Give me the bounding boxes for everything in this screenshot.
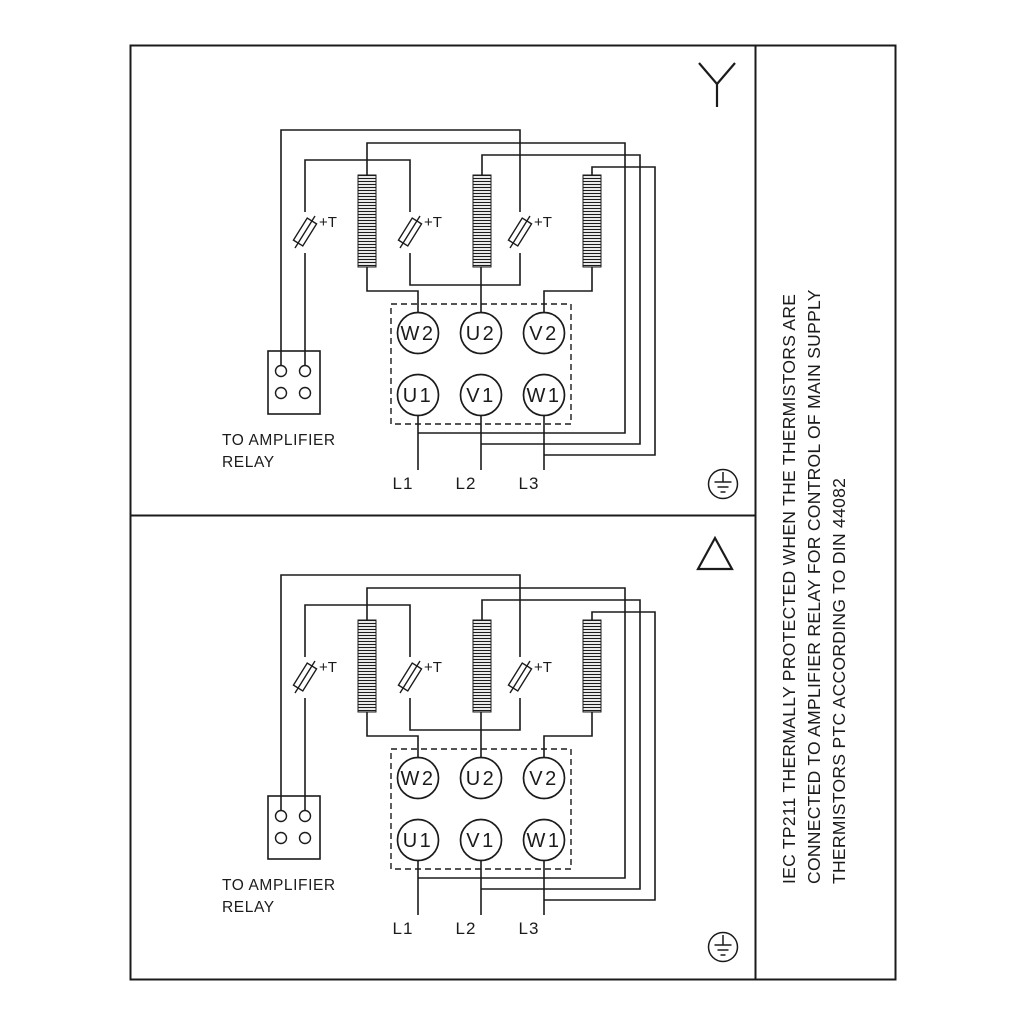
supply-label-l3: L3 xyxy=(519,474,540,493)
motor-wiring-geometry xyxy=(267,129,656,471)
earth-ground-icon xyxy=(707,931,739,963)
thermistor-label: +T xyxy=(424,214,442,231)
star-panel: +T +T +T W2 U2 V2 U1 V1 W1 TO AMPLIFIER … xyxy=(222,62,739,500)
terminal-label-v1: V1 xyxy=(466,385,495,407)
relay-caption-line1: TO AMPLIFIER xyxy=(222,432,336,449)
supply-label-l1: L1 xyxy=(393,474,414,493)
terminal-label-w2: W2 xyxy=(401,768,436,790)
outer-border xyxy=(129,44,897,981)
terminal-label-u2: U2 xyxy=(466,768,497,790)
note-line-2: CONNECTED TO AMPLIFIER RELAY FOR CONTROL… xyxy=(804,289,824,884)
thermistor-label: +T xyxy=(534,214,552,231)
supply-label-l1: L1 xyxy=(393,919,414,938)
note-line-3: THERMISTORS PTC ACCORDING TO DIN 44082 xyxy=(829,478,849,884)
star-connection-icon xyxy=(698,62,736,107)
motor-wiring-geometry xyxy=(267,574,656,916)
terminal-label-v2: V2 xyxy=(529,323,558,345)
supply-label-l3: L3 xyxy=(519,919,540,938)
earth-ground-icon xyxy=(707,468,739,500)
thermistor-label: +T xyxy=(534,659,552,676)
terminal-label-v2: V2 xyxy=(529,768,558,790)
relay-caption-line1: TO AMPLIFIER xyxy=(222,877,336,894)
terminal-label-u1: U1 xyxy=(403,385,434,407)
relay-caption-line2: RELAY xyxy=(222,454,275,471)
note-sidebar: IEC TP211 THERMALLY PROTECTED WHEN THE T… xyxy=(779,289,849,884)
supply-label-l2: L2 xyxy=(456,474,477,493)
terminal-label-w2: W2 xyxy=(401,323,436,345)
thermistor-label: +T xyxy=(424,659,442,676)
drawing-frame xyxy=(129,44,897,981)
thermistor-label: +T xyxy=(319,659,337,676)
terminal-label-u1: U1 xyxy=(403,830,434,852)
delta-panel: +T +T +T W2 U2 V2 U1 V1 W1 TO AMPLIFIER … xyxy=(222,535,739,963)
note-line-1: IEC TP211 THERMALLY PROTECTED WHEN THE T… xyxy=(779,294,799,884)
relay-caption-line2: RELAY xyxy=(222,899,275,916)
delta-connection-icon xyxy=(696,535,734,571)
thermistor-label: +T xyxy=(319,214,337,231)
supply-label-l2: L2 xyxy=(456,919,477,938)
terminal-label-u2: U2 xyxy=(466,323,497,345)
terminal-label-w1: W1 xyxy=(527,830,562,852)
terminal-label-w1: W1 xyxy=(527,385,562,407)
terminal-label-v1: V1 xyxy=(466,830,495,852)
